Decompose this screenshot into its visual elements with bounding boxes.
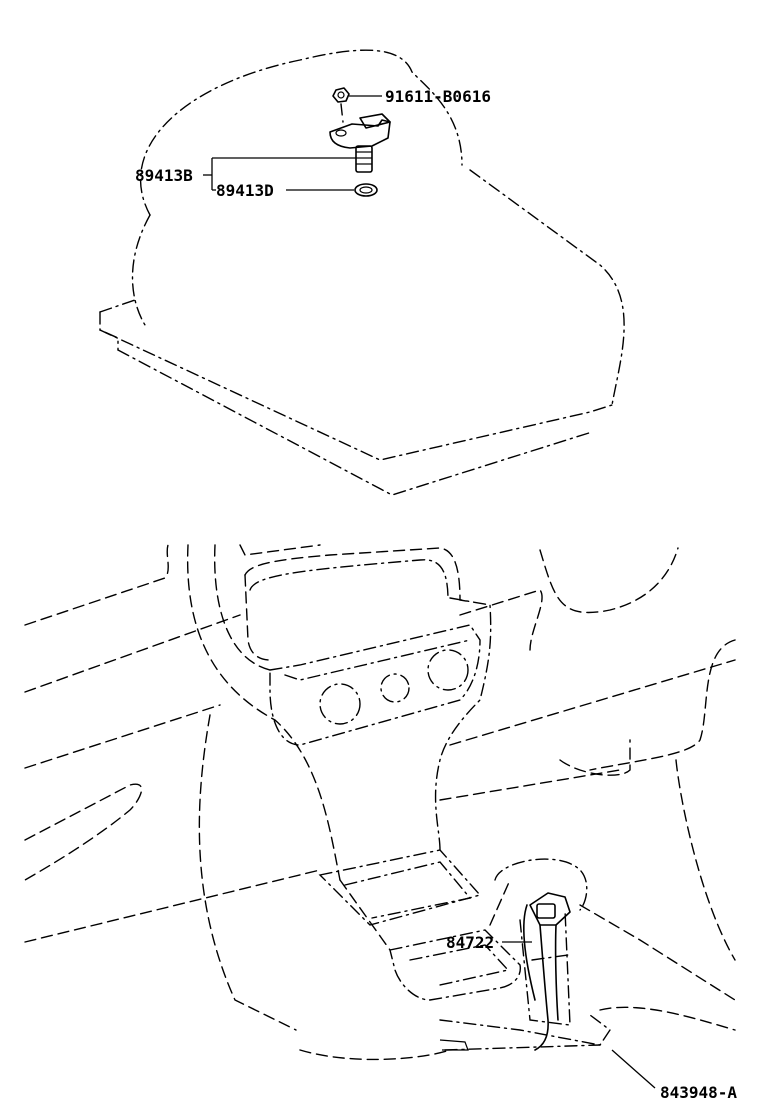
label-84722: 84722 [446,933,494,952]
centerline [340,103,344,123]
dashboard-outline [24,544,736,1061]
seat-cover-outline [99,49,625,496]
figure-code: 843948-A [660,1083,737,1102]
switch-assembly-part [329,113,391,173]
nut-part [332,87,382,103]
label-89413D: 89413D [216,181,274,200]
shift-lever-harness-part [502,892,571,1051]
figure-code-leader [611,1049,656,1089]
label-89413B: 89413B [135,166,193,185]
label-91611-B0616: 91611-B0616 [385,87,491,106]
gasket-part [354,183,378,197]
callout-bracket [203,157,356,191]
